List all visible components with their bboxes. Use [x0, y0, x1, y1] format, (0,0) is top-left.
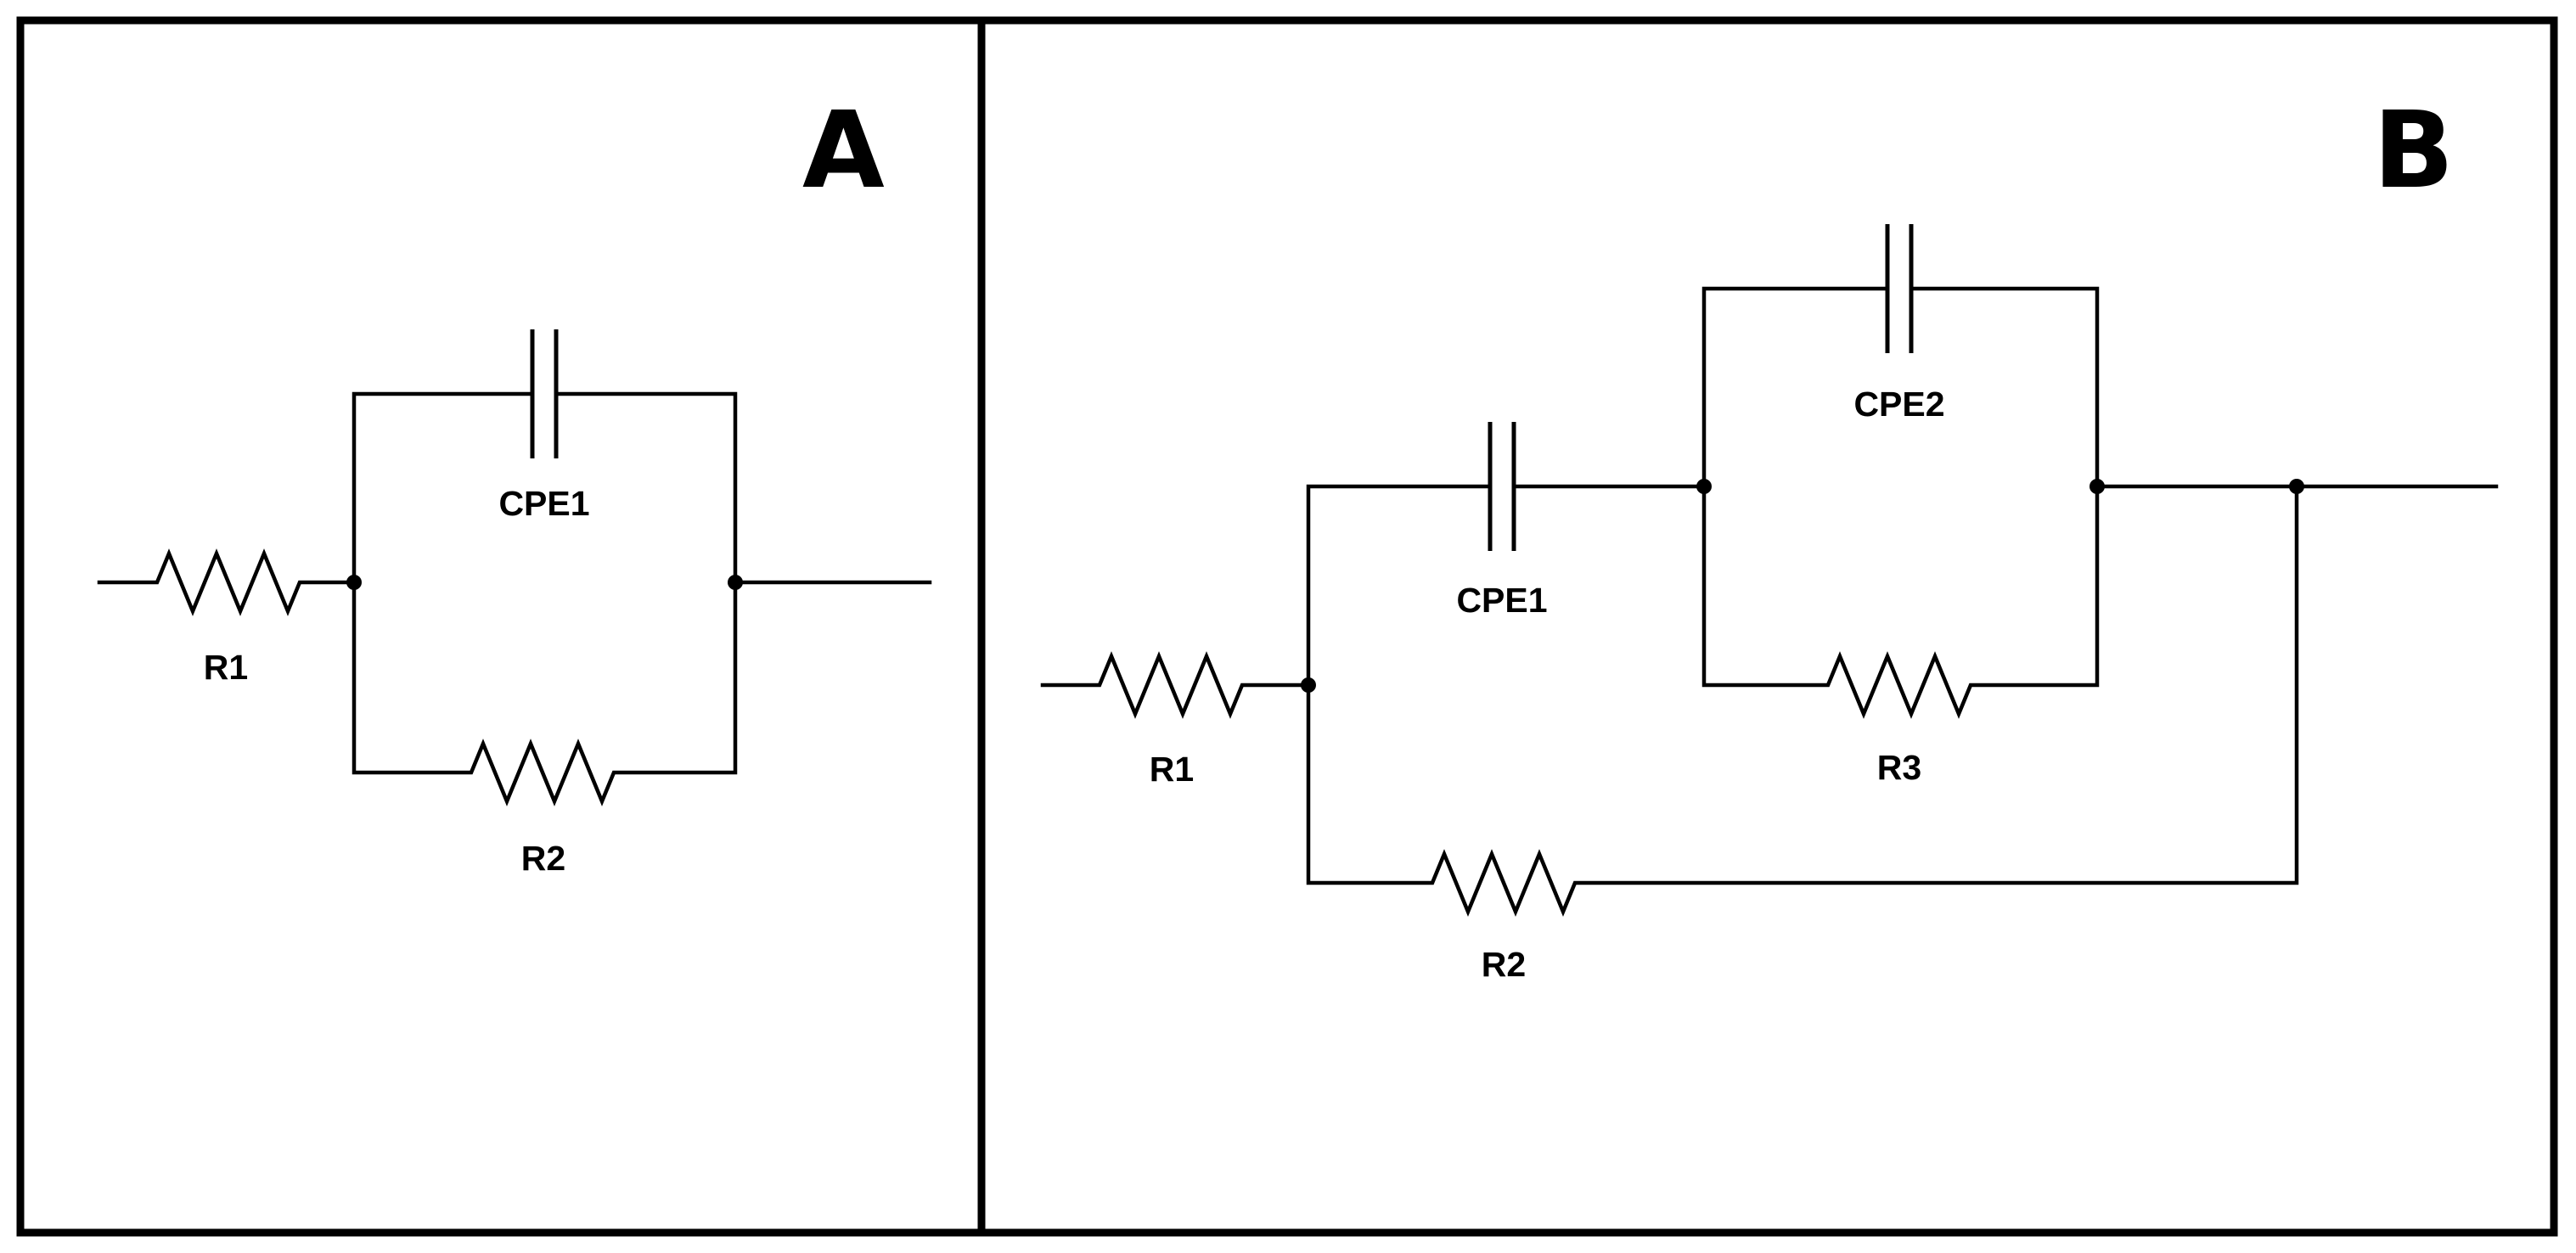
panel-b: B R1 CPE1 CPE2 R3 R2: [1040, 89, 2499, 984]
wire-a-top-left: [352, 391, 535, 585]
node-a-left: [346, 575, 362, 590]
panel-b-frame: [977, 16, 2558, 1237]
node-b-output: [2289, 479, 2304, 494]
label-cpe1-a: CPE1: [498, 484, 589, 523]
wire-b-upper-left: [1306, 484, 1493, 688]
label-r1-b: R1: [1150, 750, 1194, 789]
label-r3-b: R3: [1877, 748, 1921, 787]
resistor-r1-b: [1040, 651, 1311, 719]
label-r2-b: R2: [1482, 945, 1526, 984]
resistor-r2-b: [1306, 484, 2299, 917]
node-a-right: [728, 575, 743, 590]
label-r1-a: R1: [204, 648, 248, 687]
node-b-cpe2-left: [1696, 479, 1712, 494]
panel-a: A R1 CPE1 R2: [97, 89, 932, 878]
label-cpe1-b: CPE1: [1456, 581, 1547, 620]
resistor-r3-b: [1701, 484, 2100, 719]
wire-b-cpe2-right: [1909, 286, 2100, 489]
wire-b-cpe2-left: [1701, 286, 1890, 489]
label-cpe2-b: CPE2: [1853, 385, 1944, 424]
node-b-input: [1301, 677, 1316, 693]
node-b-cpe2-right: [2089, 479, 2105, 494]
panel-a-letter: A: [802, 89, 885, 212]
panel-b-letter: B: [2373, 89, 2454, 212]
wire-a-top-right: [554, 391, 738, 585]
resistor-r1-a: [97, 548, 357, 616]
resistor-r2-a: [352, 580, 738, 806]
label-r2-a: R2: [521, 839, 565, 878]
